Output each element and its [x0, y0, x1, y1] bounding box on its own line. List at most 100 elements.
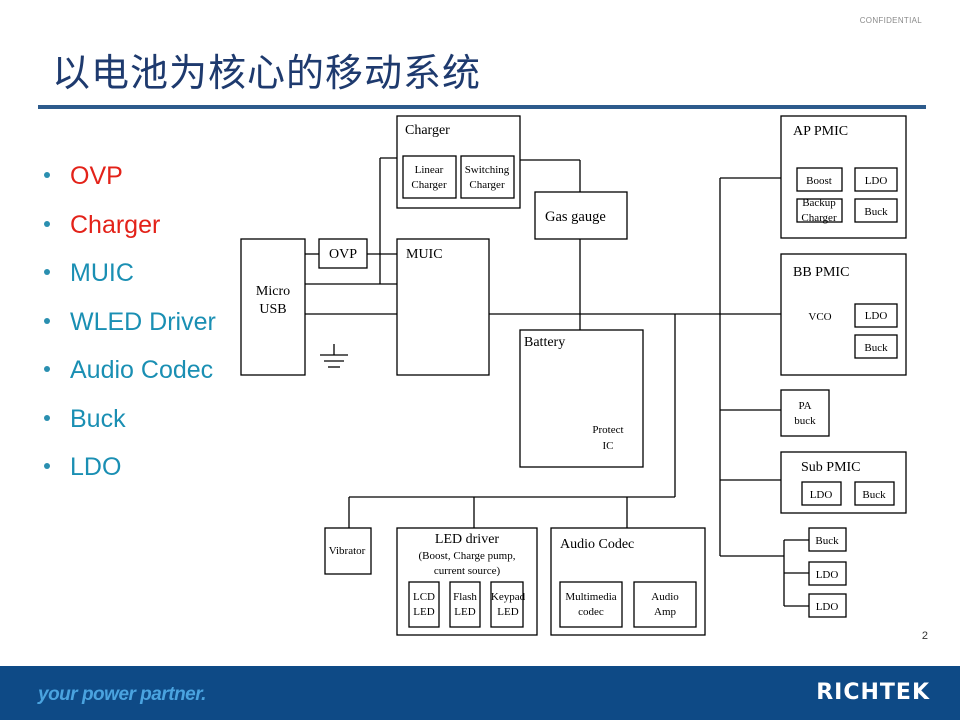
standalone-ldo-box-1 — [808, 561, 847, 586]
bullet-wled-driver: WLED Driver — [44, 302, 216, 351]
standalone-ldo2-label: LDO — [816, 601, 839, 613]
switching-charger-line2: Charger — [469, 179, 505, 191]
bullet-ldo: LDO — [44, 447, 216, 496]
vibrator-label: Vibrator — [329, 545, 366, 557]
audio-amp-line2: Amp — [654, 606, 677, 618]
ap-ldo-box — [854, 167, 898, 192]
keypad-led-box — [490, 581, 524, 628]
audio-amp-box — [633, 581, 697, 628]
ap-buck-box — [854, 198, 898, 223]
bullet-dot-icon — [44, 463, 50, 469]
page-number: 2 — [921, 630, 928, 642]
ap-backup-line2: Charger — [801, 212, 837, 224]
bullet-label: MUIC — [70, 259, 134, 287]
audio-codec-title: Audio Codec — [560, 537, 634, 552]
ap-backup-charger-box — [796, 198, 843, 223]
bb-buck-label: Buck — [864, 342, 888, 354]
pa-buck-box — [780, 389, 830, 437]
keypad-led-line1: Keypad — [491, 591, 526, 603]
vibrator-box — [324, 527, 372, 575]
gas-gauge-box — [534, 191, 628, 240]
bullet-buck: Buck — [44, 399, 216, 448]
ap-pmic-title: AP PMIC — [793, 124, 848, 139]
micro-usb-box — [240, 238, 306, 376]
standalone-buck-label: Buck — [815, 535, 839, 547]
bullet-dot-icon — [44, 172, 50, 178]
sub-buck-label: Buck — [862, 489, 886, 501]
sub-pmic-title: Sub PMIC — [801, 460, 861, 475]
ap-boost-box — [796, 167, 843, 192]
linear-charger-line2: Charger — [411, 179, 447, 191]
lcd-led-line2: LED — [413, 606, 434, 618]
bullet-label: WLED Driver — [70, 307, 216, 336]
bb-ldo-label: LDO — [865, 310, 888, 322]
footer-tagline: your power partner. — [38, 684, 206, 705]
ap-ldo-label: LDO — [865, 175, 888, 187]
lcd-led-line1: LCD — [413, 591, 435, 603]
multimedia-codec-line2: codec — [578, 606, 604, 618]
battery-box — [519, 329, 644, 468]
bullet-dot-icon — [44, 317, 50, 324]
bullet-label: Charger — [70, 210, 161, 239]
ovp-box — [318, 238, 368, 269]
gas-gauge-label: Gas gauge — [545, 209, 606, 225]
footer-bar: your power partner. RICHTEK — [0, 666, 960, 720]
page-title: 以电池为核心的移动系统 — [52, 51, 482, 95]
block-diagram: Charger Gas gauge OVP MUIC Micro USB Bat… — [240, 115, 907, 636]
bullet-muic: MUIC — [44, 253, 216, 302]
lcd-led-box — [408, 581, 440, 628]
bb-vco-label: VCO — [808, 311, 831, 323]
muic-box — [396, 238, 490, 376]
keypad-led-line2: LED — [497, 606, 518, 618]
protect-ic-line1: Protect — [592, 424, 623, 436]
linear-charger-line1: Linear — [415, 164, 444, 176]
bullet-ovp: OVP — [44, 156, 216, 205]
bullet-charger: Charger — [44, 205, 216, 254]
linear-charger-box — [402, 155, 457, 199]
bullet-label: LDO — [70, 453, 122, 481]
bullet-dot-icon — [44, 366, 50, 372]
audio-amp-line1: Audio — [651, 591, 679, 603]
standalone-ldo1-label: LDO — [816, 569, 839, 581]
switching-charger-box — [460, 155, 515, 199]
bullet-list: OVP Charger MUIC WLED Driver Audio Codec… — [44, 156, 216, 496]
led-driver-sub2: current source) — [434, 565, 501, 577]
multimedia-codec-box — [559, 581, 623, 628]
bullet-dot-icon — [44, 220, 50, 227]
richtek-logo: RICHTEK — [816, 680, 930, 705]
pa-buck-line1: PA — [798, 400, 811, 412]
protect-ic-line2: IC — [603, 440, 614, 452]
pa-buck-line2: buck — [794, 415, 816, 427]
standalone-ldo-box-2 — [808, 593, 847, 618]
micro-usb-line1: Micro — [256, 284, 290, 299]
bullet-label: OVP — [70, 162, 123, 190]
sub-buck-box — [854, 481, 895, 506]
sub-ldo-box — [801, 481, 842, 506]
switching-charger-line1: Switching — [465, 164, 510, 176]
micro-usb-line2: USB — [259, 302, 286, 317]
led-driver-sub1: (Boost, Charge pump, — [419, 550, 516, 562]
bullet-audio-codec: Audio Codec — [44, 350, 216, 399]
led-driver-title: LED driver — [435, 532, 499, 547]
bullet-dot-icon — [44, 269, 50, 275]
confidential-label: CONFIDENTIAL — [859, 16, 922, 25]
bullet-dot-icon — [44, 414, 50, 421]
ovp-label: OVP — [329, 247, 357, 262]
bb-ldo-box — [854, 303, 898, 328]
flash-led-box — [449, 581, 481, 628]
bullet-label: Audio Codec — [70, 356, 214, 384]
ap-boost-label: Boost — [806, 175, 832, 187]
bb-buck-box — [854, 334, 898, 359]
standalone-buck-box — [808, 527, 847, 552]
multimedia-codec-line1: Multimedia — [565, 591, 616, 603]
bullet-label: Buck — [70, 404, 126, 433]
charger-title: Charger — [405, 123, 450, 138]
bb-pmic-title: BB PMIC — [793, 265, 849, 280]
ap-backup-line1: Backup — [802, 197, 836, 209]
title-divider — [38, 105, 926, 109]
sub-ldo-label: LDO — [810, 489, 833, 501]
battery-label: Battery — [524, 335, 565, 350]
ap-buck-label: Buck — [864, 206, 888, 218]
flash-led-line1: Flash — [453, 591, 477, 603]
flash-led-line2: LED — [454, 606, 475, 618]
